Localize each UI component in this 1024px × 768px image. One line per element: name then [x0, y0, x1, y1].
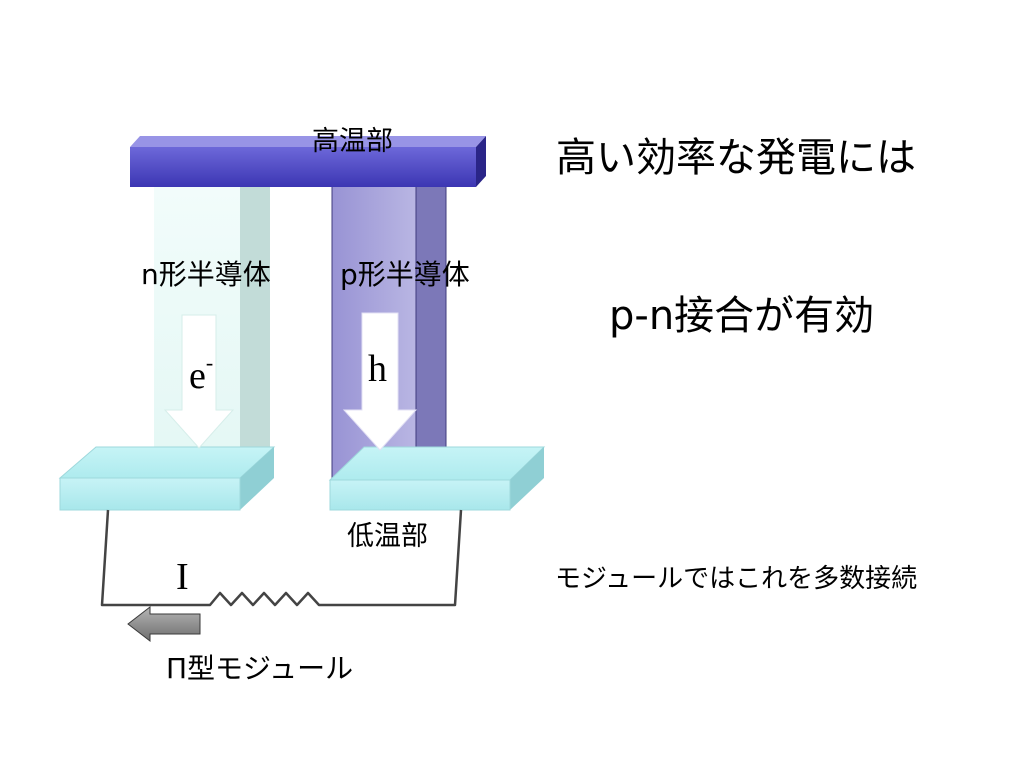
electron-label: e- — [189, 350, 214, 397]
cold-side-label: 低温部 — [347, 521, 428, 552]
circuit-wire — [100, 509, 463, 607]
hot-side-top-face — [130, 136, 486, 147]
n-type-label-text: n形半導体 — [141, 258, 271, 291]
cold-pad-left-top-face — [58, 446, 276, 479]
current-direction-arrow — [127, 605, 201, 643]
module-label: Π型モジュール — [166, 652, 354, 685]
cold-pad-right-top-face — [328, 446, 546, 481]
hot-side-front-face — [130, 147, 476, 187]
p-type-label-text: p形半導体 — [340, 258, 470, 291]
cold-pad-right-front-face — [329, 479, 511, 511]
cold-side-pad-left — [58, 446, 276, 511]
n-type-side-face — [240, 186, 270, 478]
cold-pad-right-right-face — [510, 447, 544, 510]
electron-flow-arrow — [163, 314, 235, 449]
cold-side-pad-right — [328, 446, 546, 511]
external-circuit — [100, 509, 463, 607]
module-note: モジュールではこれを多数接続 — [555, 564, 918, 594]
junction-note: p-n接合が有効 — [609, 293, 875, 339]
hot-side-bar — [130, 136, 486, 187]
cold-pad-left-right-face — [240, 447, 274, 510]
p-type-side-face — [415, 185, 447, 479]
hot-side-right-face — [476, 136, 486, 187]
electron-symbol: e — [189, 355, 206, 397]
p-type-label: p形半導体 — [340, 261, 470, 290]
cold-pad-left-front-face — [59, 477, 241, 511]
hole-flow-arrow — [342, 312, 418, 451]
electron-arrow-shape — [163, 314, 235, 449]
headline-note: 高い効率な発電には — [556, 135, 916, 181]
current-label: I — [176, 556, 189, 598]
n-type-label: n形半導体 — [141, 261, 271, 290]
hole-arrow-shape — [342, 312, 418, 451]
hole-label: h — [368, 348, 387, 390]
electron-charge-sign: - — [205, 350, 214, 375]
hot-side-label: 高温部 — [312, 126, 393, 157]
current-arrow-shape — [127, 605, 201, 643]
